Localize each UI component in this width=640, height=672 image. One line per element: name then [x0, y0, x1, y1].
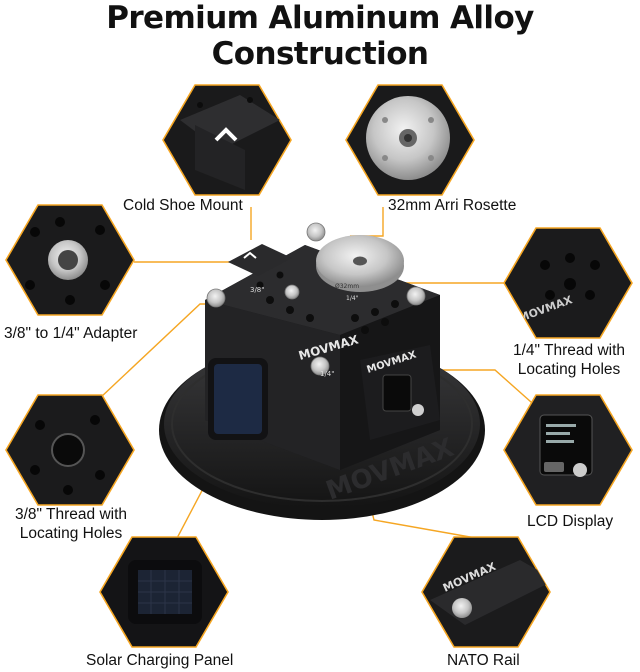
label-thread14-line2: Locating Holes — [517, 361, 621, 378]
hex-adapter-image — [5, 204, 135, 316]
product-main: MOVMAX MOVMAX MOVMAX 3/8" 1/4" 1/4" Ø32m… — [159, 222, 485, 520]
hex-solar-image — [99, 536, 229, 648]
line-arri — [350, 207, 384, 237]
label-thread14: 1/4" Thread with Locating Holes — [506, 341, 632, 379]
label-thread14-line1: 1/4" Thread with — [512, 342, 626, 359]
hex-thread38-image — [5, 394, 135, 506]
label-arri: 32mm Arri Rosette — [388, 197, 517, 214]
marking-38: 3/8" — [250, 286, 265, 294]
marking-32mm: Ø32mm — [335, 283, 359, 290]
hex-lcd-image — [503, 394, 633, 506]
label-nato: NATO Rail — [447, 652, 520, 669]
label-cold-shoe: Cold Shoe Mount — [123, 197, 243, 214]
hex-thread14-image: MOVMAX — [503, 227, 633, 339]
hex-cold-shoe-image — [162, 84, 292, 196]
page-title: Premium Aluminum Alloy Construction — [106, 0, 534, 72]
label-thread38: 3/8" Thread with Locating Holes — [6, 505, 136, 543]
label-lcd: LCD Display — [527, 513, 614, 530]
line-lcd — [420, 369, 541, 411]
hex-nato-image: MOVMAX — [421, 536, 551, 648]
marking-14-top: 1/4" — [346, 295, 359, 302]
label-thread38-line2: Locating Holes — [19, 525, 123, 542]
label-thread38-line1: 3/8" Thread with — [14, 506, 128, 523]
label-adapter: 3/8" to 1/4" Adapter — [4, 325, 138, 342]
label-solar: Solar Charging Panel — [86, 652, 234, 669]
marking-14-side: 1/4" — [320, 370, 335, 378]
hex-arri-image — [345, 84, 475, 196]
